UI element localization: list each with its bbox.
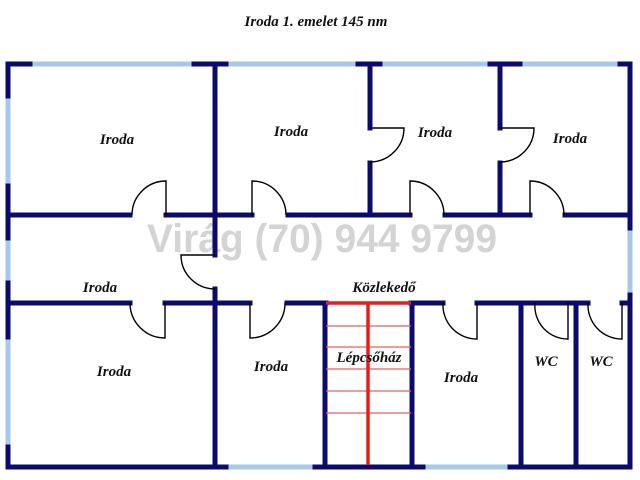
windows [5, 61, 633, 470]
watermark: Virág (70) 944 9799 [147, 217, 497, 261]
walls [5, 61, 633, 470]
room-label-wc: WC [534, 354, 558, 370]
plan-title: Iroda 1. emelet 145 nm [244, 14, 388, 30]
room-label-office: Iroda [552, 131, 588, 147]
room-label-office: Iroda [99, 132, 135, 148]
room-label-stairwell: Lépcsőház [336, 350, 402, 366]
room-label-office: Iroda [82, 280, 118, 296]
room-label-office: Iroda [417, 125, 453, 141]
doors [129, 127, 623, 340]
room-label-office: Iroda [273, 124, 309, 140]
stairs [326, 301, 411, 465]
room-label-office: Iroda [443, 370, 479, 386]
room-label-office: Iroda [96, 364, 132, 380]
room-labels: Iroda Iroda Iroda Iroda Iroda Közlekedő … [82, 124, 614, 386]
room-label-office: Iroda [253, 359, 289, 375]
room-label-wc: WC [589, 354, 613, 370]
room-label-corridor: Közlekedő [351, 280, 417, 296]
